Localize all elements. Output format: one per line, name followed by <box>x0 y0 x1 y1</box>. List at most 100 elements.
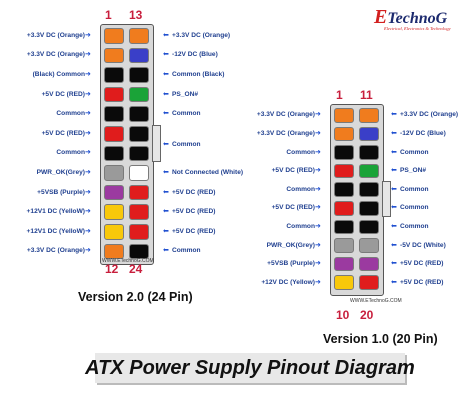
logo-tagline: Electrical, Electronics & Technology <box>384 26 451 31</box>
arrow-right-icon: ➜ <box>85 188 91 196</box>
connector_20-pin-right-4 <box>359 163 379 179</box>
connector_24-left-label: +3.3V DC (Orange) <box>26 51 85 59</box>
connector_20-left-label: +5V DC (RED) <box>271 167 315 175</box>
connector_20-left-label: +5V DC (RED) <box>271 204 315 212</box>
arrow-right-icon: ➜ <box>315 260 321 268</box>
connector_20-pin-number: 11 <box>360 88 373 102</box>
connector_20-pin-right-6 <box>359 201 379 216</box>
connector_20-pin-number: 1 <box>336 88 343 102</box>
connector_24-left-label: (Black) Common <box>32 71 85 78</box>
connector_24-right-label: +5V DC (RED) <box>172 227 216 235</box>
connector_20-version-label: Version 1.0 (20 Pin) <box>323 332 438 346</box>
connector_20-right-label: Common <box>400 204 429 212</box>
connector_24-pin-right-11 <box>129 224 149 240</box>
connector_24-left-label: +12V1 DC (YelloW) <box>26 208 85 216</box>
connector_24-left-label: +12V1 DC (YelloW) <box>26 227 85 235</box>
connector_24-left-label: +3.3V DC (Orange) <box>26 31 85 39</box>
arrow-left-icon: ⬅ <box>163 110 169 118</box>
arrow-right-icon: ➜ <box>85 110 91 118</box>
connector_24-pin-right-8 <box>129 165 149 181</box>
arrow-left-icon: ⬅ <box>163 90 169 98</box>
arrow-left-icon: ⬅ <box>163 227 169 235</box>
connector_24-left-label: Common <box>56 110 85 118</box>
connector_20-left-label: +5VSB (Purple) <box>267 260 315 268</box>
arrow-right-icon: ➜ <box>85 149 91 157</box>
arrow-right-icon: ➜ <box>85 31 91 39</box>
arrow-right-icon: ➜ <box>85 51 91 59</box>
connector_24-right-label: +3.3V DC (Orange) <box>172 31 231 39</box>
arrow-right-icon: ➜ <box>315 278 321 286</box>
connector_20-watermark: WWW.ETechnoG.COM <box>350 298 402 304</box>
connector_24-pin-right-4 <box>129 86 149 103</box>
connector_20-pin-right-2 <box>359 126 379 142</box>
connector_20-right-label: +5V DC (RED) <box>400 278 444 286</box>
arrow-right-icon: ➜ <box>315 129 321 137</box>
connector_24-pin-right-2 <box>129 47 149 64</box>
connector_24-right-label: Common <box>172 247 201 255</box>
connector_20-pin-right-10 <box>359 275 379 290</box>
connector_20-right-label: -5V DC (White) <box>400 241 446 249</box>
connector_24-right-label: +5V DC (RED) <box>172 208 216 216</box>
arrow-right-icon: ➜ <box>315 111 321 119</box>
arrow-right-icon: ➜ <box>85 129 91 137</box>
connector_20-right-label: +3.3V DC (Orange) <box>400 111 459 119</box>
connector_24-pin-left-2 <box>104 47 124 64</box>
arrow-left-icon: ⬅ <box>163 71 169 78</box>
connector_20-pin-number: 20 <box>360 308 374 322</box>
arrow-right-icon: ➜ <box>315 222 321 230</box>
arrow-right-icon: ➜ <box>85 90 91 98</box>
connector_24-right-label: PS_ON# <box>172 90 199 98</box>
connector_20-left-label: +3.3V DC (Orange) <box>256 129 315 137</box>
connector_24-pin-right-1 <box>129 28 149 44</box>
arrow-left-icon: ⬅ <box>163 247 169 255</box>
connector_24-version-label: Version 2.0 (24 Pin) <box>78 290 193 304</box>
connector_24-pin-number: 1 <box>105 8 112 22</box>
arrow-right-icon: ➜ <box>85 71 91 78</box>
connector_20-right-label: Common <box>400 185 429 193</box>
connector_24-pin-right-3 <box>129 67 149 83</box>
connector_24-watermark: WWW.ETechnoG.COM <box>102 258 154 264</box>
connector_20-pin-left-7 <box>334 219 354 235</box>
arrow-left-icon: ⬅ <box>391 241 397 249</box>
connector_20-left-label: +12V DC (Yellow) <box>261 278 315 286</box>
arrow-left-icon: ⬅ <box>163 188 169 196</box>
connector_20-right-label: +5V DC (RED) <box>400 260 444 268</box>
connector_24-left-label: PWR_OK(Grey) <box>36 169 85 176</box>
connector_24-right-label: -12V DC (Blue) <box>172 51 218 59</box>
logo-name: TechnoG <box>387 10 448 27</box>
connector_20-right-label: -12V DC (Blue) <box>400 129 446 137</box>
connector_20-right-label: PS_ON# <box>400 167 427 175</box>
connector_20-pin-left-6 <box>334 201 354 216</box>
connector_24-pin-right-5 <box>129 106 149 122</box>
connector_20-right-label: Common <box>400 222 429 230</box>
connector_24-pin-right-7 <box>129 145 149 162</box>
connector_20-latch-tab <box>382 181 391 217</box>
connector_24-pin-left-1 <box>104 28 124 44</box>
arrow-left-icon: ⬅ <box>391 222 397 230</box>
arrow-right-icon: ➜ <box>85 208 91 216</box>
connector_20-pin-right-5 <box>359 182 379 197</box>
connector_24-left-label: +5V DC (RED) <box>41 129 85 137</box>
connector_20-pin-left-1 <box>334 108 354 123</box>
arrow-left-icon: ⬅ <box>163 51 169 59</box>
connector_24-pin-right-12 <box>129 243 149 260</box>
arrow-right-icon: ➜ <box>85 227 91 235</box>
connector_20-pin-right-7 <box>359 219 379 235</box>
connector_20-left-label: Common <box>286 185 315 193</box>
arrow-right-icon: ➜ <box>315 204 321 212</box>
connector_20-left-label: Common <box>286 148 315 156</box>
diagram-title-bar: ATX Power Supply Pinout Diagram <box>85 353 415 383</box>
arrow-left-icon: ⬅ <box>391 278 397 286</box>
connector_24-pin-left-11 <box>104 224 124 240</box>
connector_20-left-label: Common <box>286 222 315 230</box>
connector_24-pin-left-9 <box>104 184 124 201</box>
arrow-left-icon: ⬅ <box>391 185 397 193</box>
connector_24-pin-left-4 <box>104 86 124 103</box>
connector_24-right-label: Not Connected (White) <box>172 169 244 176</box>
diagram-title: ATX Power Supply Pinout Diagram <box>85 356 415 379</box>
arrow-left-icon: ⬅ <box>391 148 397 156</box>
connector_20-right-label: Common <box>400 148 429 156</box>
connector_20-pin-number: 10 <box>336 308 350 322</box>
connector_20-pin-right-1 <box>359 108 379 123</box>
arrow-left-icon: ⬅ <box>163 140 169 148</box>
